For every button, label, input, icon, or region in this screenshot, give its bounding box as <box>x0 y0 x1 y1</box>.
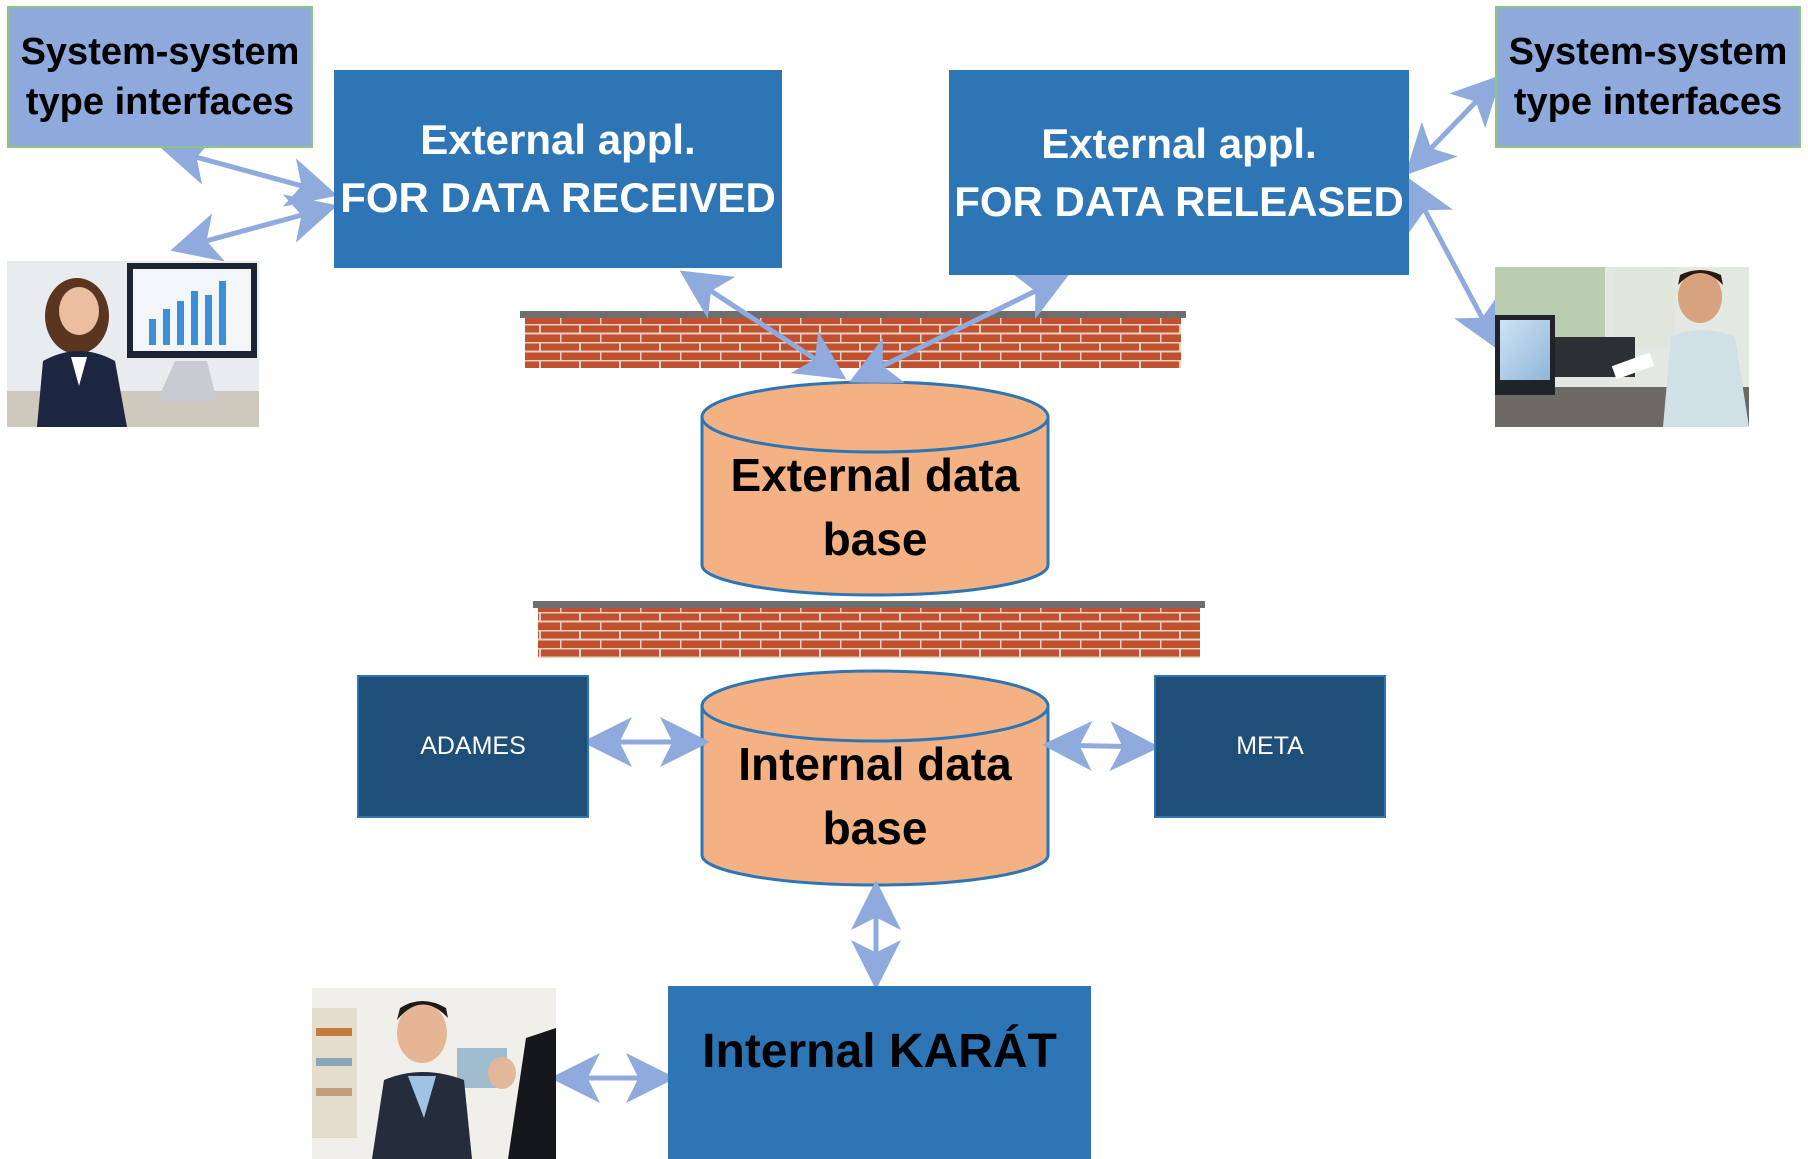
connector-arrows <box>160 74 1502 1103</box>
adames-label: ADAMES <box>420 732 526 760</box>
app-received-line2: FOR DATA RECEIVED <box>340 174 776 221</box>
external-db-line1: External data <box>730 449 1020 501</box>
meta-box: META <box>1154 675 1386 818</box>
interface-right-line1: System-system <box>1508 31 1788 73</box>
internal-database-cylinder <box>700 669 1050 887</box>
app-received-line1: External appl. <box>420 116 696 163</box>
app-released-line1: External appl. <box>1041 119 1317 167</box>
arrow-app-released-to-interface <box>1405 74 1502 176</box>
system-interface-box-right: System-system type interfaces <box>1495 6 1801 148</box>
user-photo-man-desk <box>1495 267 1749 427</box>
internal-karat-box: Internal KARÁT <box>668 986 1091 1159</box>
external-db-line2: base <box>822 513 928 565</box>
app-released-line2: FOR DATA RELEASED <box>954 177 1404 225</box>
interface-left-line1: System-system <box>20 31 300 73</box>
user-photo-man-monitor <box>312 988 556 1159</box>
firewall-top <box>520 311 1186 368</box>
firewall-middle <box>533 601 1205 658</box>
adames-box: ADAMES <box>357 675 589 818</box>
external-database-cylinder <box>700 380 1050 597</box>
karat-label: Internal KARÁT <box>702 1025 1057 1078</box>
arrow-app-received-to-external-db <box>679 270 847 380</box>
interface-left-line2: type interfaces <box>25 81 295 123</box>
system-interface-box-left: System-system type interfaces <box>7 6 313 148</box>
user-photo-woman-laptop <box>7 261 259 427</box>
external-database-label: External data base <box>702 443 1048 571</box>
external-app-received-box: External appl. FOR DATA RECEIVED <box>334 70 782 268</box>
arrow-internal-db-to-meta <box>1042 720 1160 772</box>
interface-right-line2: type interfaces <box>1513 81 1783 123</box>
internal-db-line1: Internal data <box>738 738 1012 790</box>
internal-db-line2: base <box>822 802 928 854</box>
meta-label: META <box>1236 732 1304 760</box>
external-app-released-box: External appl. FOR DATA RELEASED <box>949 70 1409 275</box>
internal-database-label: Internal data base <box>702 732 1048 860</box>
arrow-user-to-app-received <box>170 194 338 262</box>
arrow-interface-to-app-received <box>160 136 338 207</box>
arrow-app-released-to-external-db <box>849 274 1069 383</box>
arrow-app-released-to-user <box>1407 177 1500 351</box>
